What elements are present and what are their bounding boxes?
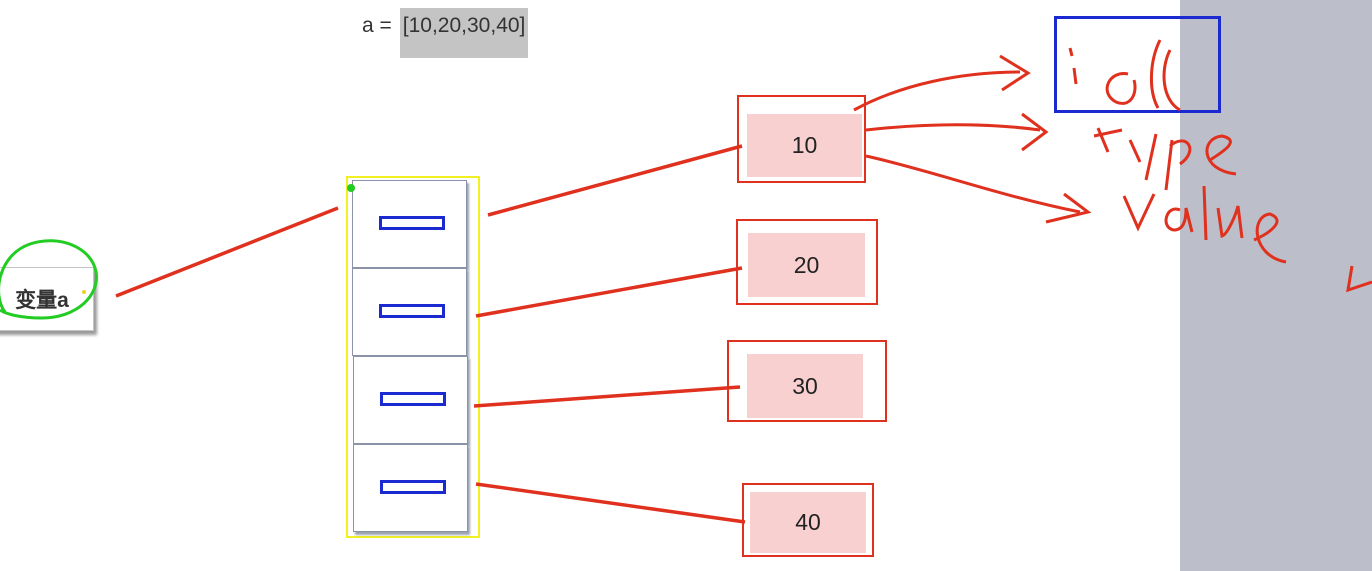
value-label: 10 <box>791 132 818 158</box>
slot-handle-icon <box>379 304 445 318</box>
value-label: 20 <box>793 251 820 278</box>
slot-handle-icon <box>380 392 446 406</box>
arrow-head-type <box>1021 112 1049 152</box>
slot-handle-icon <box>379 216 445 230</box>
sparkle-icon <box>82 290 86 294</box>
arrow-to-id <box>853 70 1021 112</box>
list-slot-2 <box>353 356 468 444</box>
slot1-to-value-line <box>475 266 743 318</box>
slot3-to-value-line <box>475 482 746 524</box>
code-lhs: a = <box>362 14 392 37</box>
green-dot <box>347 184 355 192</box>
code-rhs: [10,20,30,40] <box>399 8 529 58</box>
side-panel <box>1180 0 1372 571</box>
value-box-40: 40 <box>742 483 874 557</box>
list-slot-0 <box>352 180 467 268</box>
variable-label: 变量a <box>15 289 69 312</box>
list-cabinet <box>346 176 480 538</box>
green-circle-annotation <box>0 239 98 320</box>
arrow-to-type <box>865 123 1041 132</box>
arrow-head-id <box>999 54 1031 92</box>
slot2-to-value-line <box>473 385 741 408</box>
arrow-to-value <box>865 154 1081 214</box>
slot-handle-icon <box>380 480 446 494</box>
handwritten-id <box>1068 39 1181 112</box>
list-slot-1 <box>352 268 467 356</box>
value-box-10: 10 <box>737 95 866 183</box>
slot0-to-value-line <box>487 144 743 217</box>
list-slot-3 <box>353 444 468 532</box>
variable-box: 变量a <box>0 267 94 331</box>
value-label: 40 <box>795 509 821 535</box>
id-box <box>1054 16 1221 113</box>
handwritten-value <box>1122 185 1372 293</box>
value-box-20: 20 <box>736 219 878 305</box>
var-to-list-line <box>115 206 339 298</box>
value-box-30: 30 <box>727 340 887 422</box>
arrow-head-value <box>1045 192 1092 224</box>
handwritten-type <box>1093 127 1237 191</box>
value-label: 30 <box>792 372 818 399</box>
code-line: a = [10,20,30,40] <box>362 8 529 58</box>
